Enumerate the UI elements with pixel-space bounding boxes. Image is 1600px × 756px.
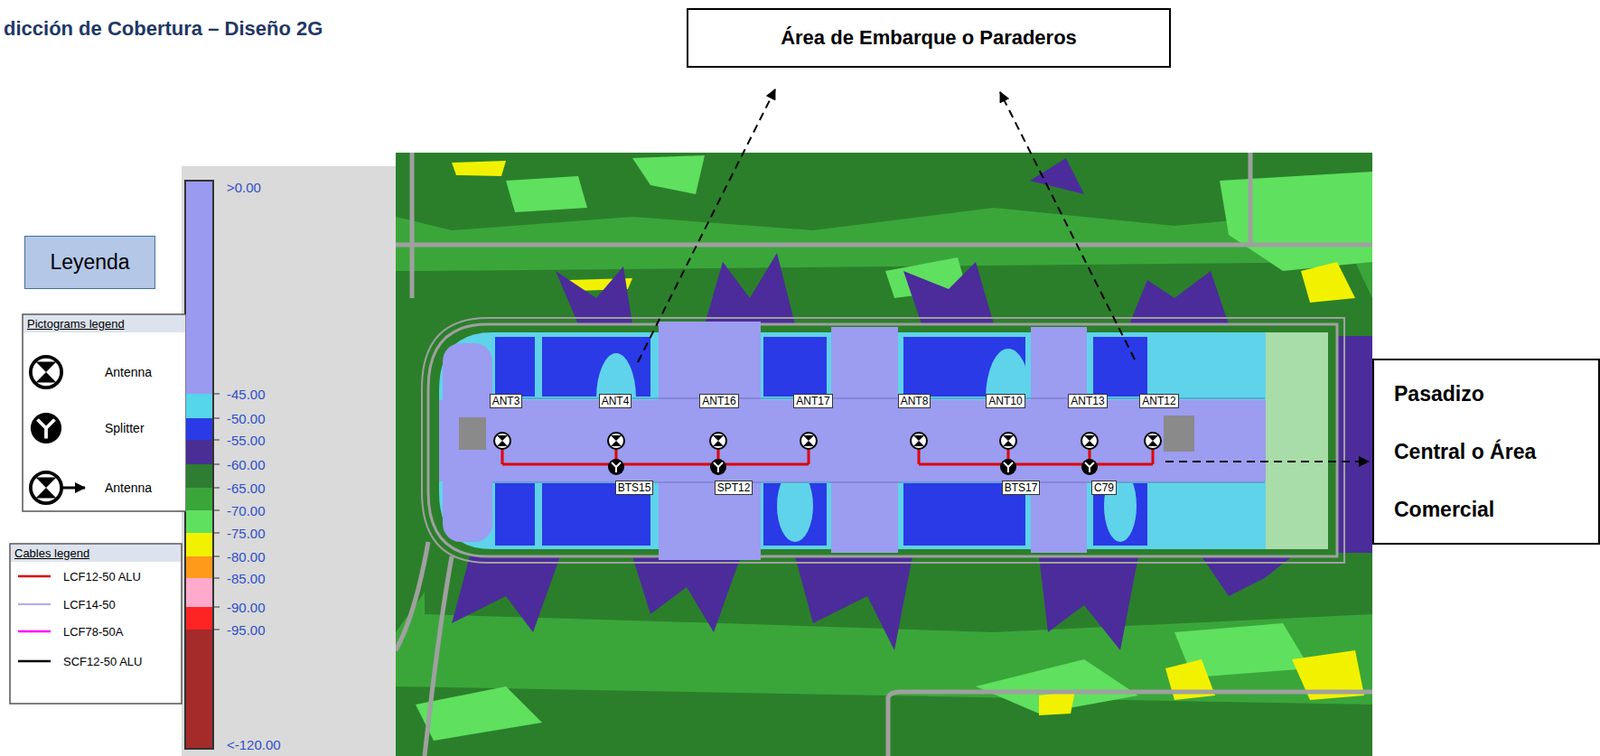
scale-value: <-120.00 (226, 737, 281, 753)
scale-swatch (186, 510, 213, 534)
scale-swatch (186, 629, 213, 749)
antenna-label: ANT12 (1139, 393, 1179, 409)
scale-value: -50.00 (226, 411, 266, 427)
equipment-label: SPT12 (714, 480, 754, 496)
page-title: dicción de Cobertura – Diseño 2G (3, 17, 323, 41)
antenna-label: ANT16 (699, 393, 739, 409)
scale-value: -75.00 (226, 525, 266, 542)
scale-swatch (186, 533, 213, 557)
scale-value: -70.00 (226, 503, 266, 519)
callout-box: Pasadizo Central o Área Comercial (1372, 358, 1600, 545)
legend-entry: LCF12-50 ALU (63, 570, 141, 584)
legend-entry: LCF14-50 (63, 598, 116, 612)
node-text: Área de Embarque o Paraderos (780, 26, 1077, 50)
legend-heading: Pictograms legend (27, 317, 125, 331)
legend-entry: Antenna (104, 364, 152, 380)
antenna-label: ANT10 (985, 393, 1025, 409)
node-text: Pasadizo Central o Área Comercial (1394, 364, 1550, 539)
scale-value: -80.00 (226, 549, 266, 565)
antenna-label: ANT8 (898, 393, 932, 409)
scale-value: -85.00 (226, 570, 266, 587)
legend-entry: Splitter (104, 421, 145, 436)
node-text: Leyenda (49, 250, 130, 275)
antenna-label: ANT4 (598, 393, 633, 409)
scale-value: -60.00 (226, 457, 266, 473)
scale-swatch (186, 393, 213, 419)
callout-box: Área de Embarque o Paraderos (686, 8, 1171, 68)
scale-swatch (186, 464, 213, 488)
equipment-label: BTS17 (1001, 480, 1041, 496)
equipment-label: BTS15 (615, 480, 655, 496)
scale-value: -45.00 (226, 386, 266, 403)
equipment-label: C79 (1091, 480, 1117, 496)
scale-value: -95.00 (226, 622, 266, 638)
scale-swatch (186, 607, 213, 630)
legend-entry: Antenna (104, 480, 152, 496)
legend-title-box: Leyenda (24, 235, 156, 290)
scale-value: -65.00 (226, 480, 266, 496)
legend-heading: Cables legend (14, 546, 90, 561)
scale-swatch (186, 418, 213, 440)
scale-value: -55.00 (226, 432, 266, 449)
scale-swatch (186, 556, 213, 579)
scale-swatch (186, 181, 213, 394)
antenna-label: ANT3 (489, 393, 524, 409)
legend-entry: LCF78-50A (63, 625, 123, 639)
legend-entry: SCF12-50 ALU (63, 654, 142, 669)
antenna-label: ANT17 (793, 393, 833, 409)
scale-swatch (186, 578, 213, 608)
antenna-label: ANT13 (1067, 393, 1107, 409)
scale-swatch (186, 487, 213, 511)
scale-value: -90.00 (226, 599, 266, 616)
scale-value: >0.00 (226, 179, 262, 196)
scale-swatch (186, 439, 213, 465)
